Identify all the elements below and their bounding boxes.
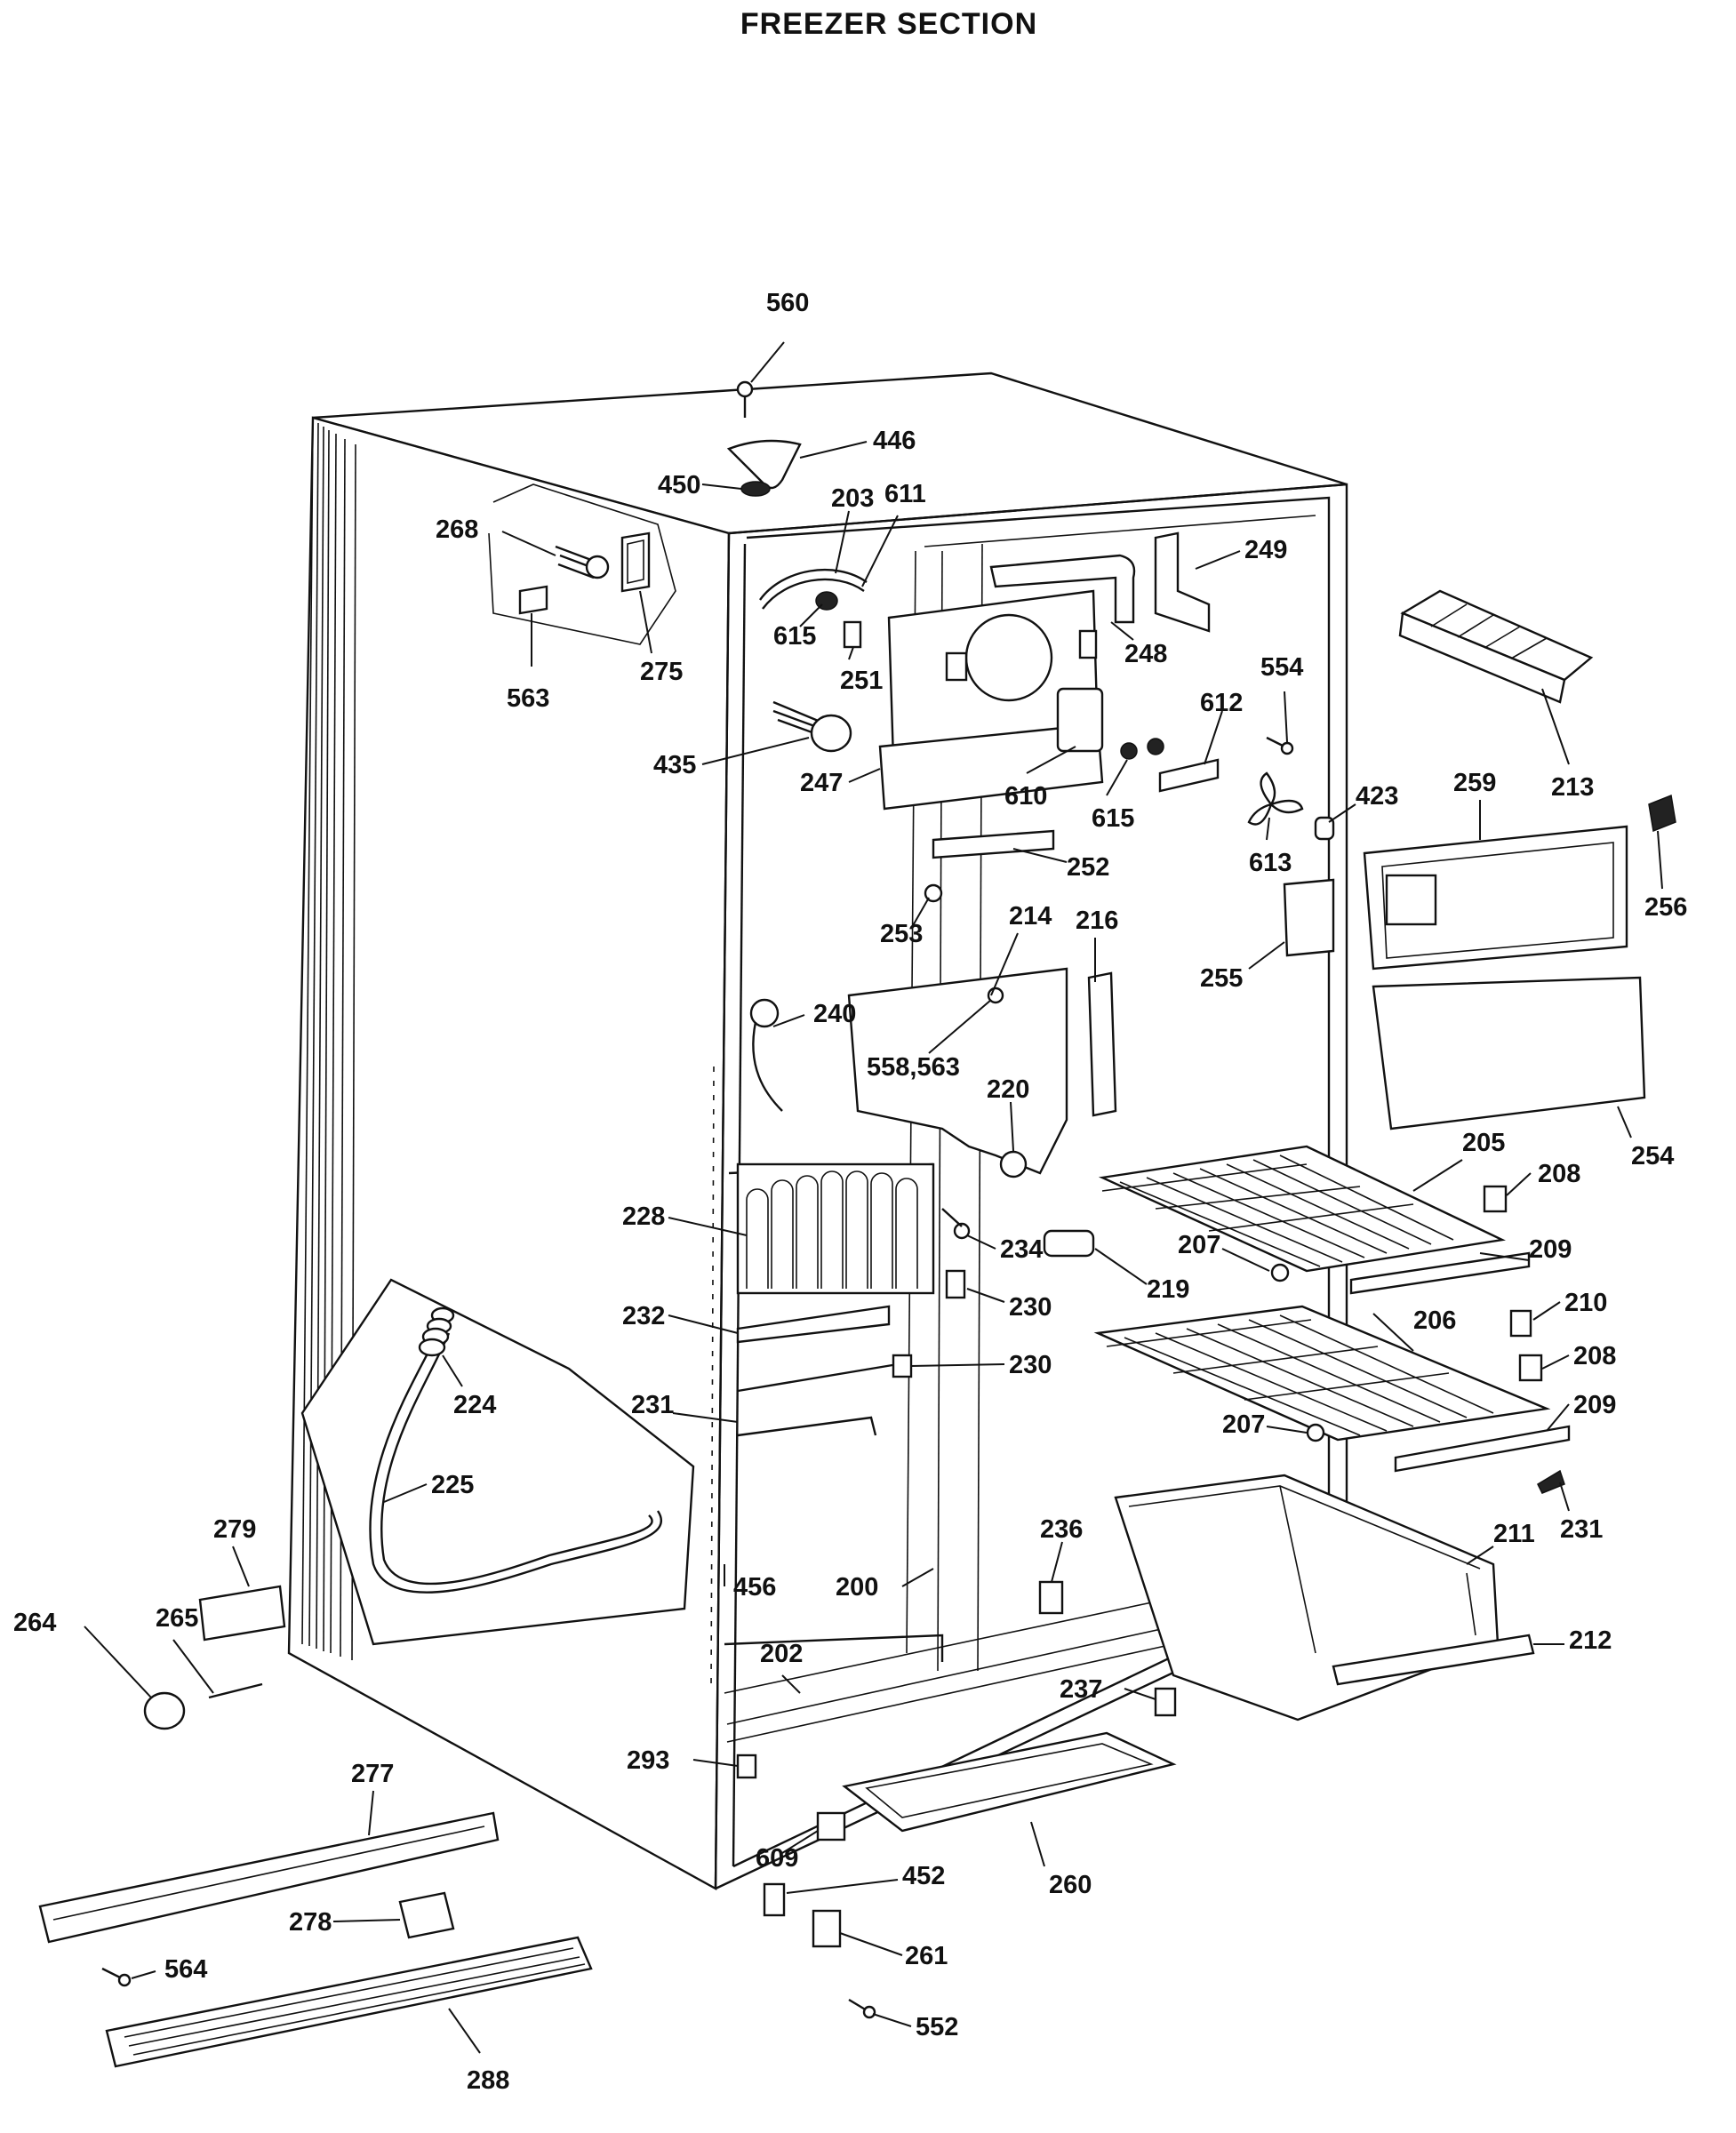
- callout-279: 279: [213, 1515, 256, 1544]
- callout-230b: 230: [1009, 1351, 1052, 1379]
- callout-230a: 230: [1009, 1293, 1052, 1322]
- callout-288: 288: [467, 2066, 509, 2095]
- callout-237: 237: [1060, 1675, 1102, 1704]
- callout-456: 456: [733, 1573, 776, 1602]
- right-components: [842, 589, 1676, 1833]
- callout-228: 228: [622, 1202, 665, 1231]
- callout-216: 216: [1076, 907, 1118, 935]
- callout-224: 224: [453, 1391, 496, 1419]
- callout-225: 225: [431, 1471, 474, 1499]
- callout-265: 265: [156, 1604, 198, 1633]
- callout-423: 423: [1356, 782, 1398, 811]
- callout-259: 259: [1453, 769, 1496, 797]
- callout-450: 450: [658, 471, 700, 499]
- callout-435: 435: [653, 751, 696, 779]
- callout-214: 214: [1009, 902, 1052, 931]
- callout-277: 277: [351, 1760, 394, 1788]
- callout-208b: 208: [1573, 1342, 1616, 1370]
- callout-205: 205: [1462, 1129, 1505, 1157]
- callout-609: 609: [756, 1844, 798, 1873]
- callout-220: 220: [987, 1075, 1029, 1104]
- leader-lines: [84, 341, 1663, 2054]
- callout-219: 219: [1147, 1275, 1189, 1304]
- callout-563a: 563: [507, 684, 549, 713]
- callout-247: 247: [800, 769, 843, 797]
- callout-207a: 207: [1178, 1231, 1220, 1259]
- callout-615a: 615: [773, 622, 816, 651]
- callout-240: 240: [813, 1000, 856, 1028]
- callout-293: 293: [627, 1746, 669, 1775]
- callout-613: 613: [1249, 849, 1292, 877]
- callout-254: 254: [1631, 1142, 1674, 1170]
- callout-206: 206: [1413, 1306, 1456, 1335]
- callout-231a: 231: [631, 1391, 674, 1419]
- callout-248: 248: [1124, 640, 1167, 668]
- center-components: [736, 967, 1177, 1779]
- callout-560: 560: [766, 289, 809, 317]
- callout-452: 452: [902, 1862, 945, 1890]
- callout-249: 249: [1244, 536, 1287, 564]
- evaporator-coil: [736, 1162, 935, 1295]
- callout-554: 554: [1260, 653, 1303, 682]
- callout-209b: 209: [1573, 1391, 1616, 1419]
- callout-234: 234: [1000, 1235, 1043, 1264]
- callout-261: 261: [905, 1942, 948, 1970]
- callout-268: 268: [436, 515, 478, 544]
- callout-253: 253: [880, 920, 923, 948]
- callout-212: 212: [1569, 1626, 1612, 1655]
- callout-209a: 209: [1529, 1235, 1572, 1264]
- callout-255: 255: [1200, 964, 1243, 993]
- callout-labels: 560 446 450 203 611 268 249 615 251 563 …: [13, 289, 1687, 2095]
- callout-615b: 615: [1092, 804, 1134, 833]
- callout-231b: 231: [1560, 1515, 1603, 1544]
- callout-207b: 207: [1222, 1410, 1265, 1439]
- callout-232: 232: [622, 1302, 665, 1330]
- callout-208a: 208: [1538, 1160, 1580, 1188]
- callout-610: 610: [1004, 782, 1047, 811]
- diagram-title: FREEZER SECTION: [740, 7, 1038, 41]
- callout-264: 264: [13, 1609, 56, 1637]
- callout-200: 200: [836, 1573, 878, 1602]
- callout-251: 251: [840, 667, 883, 695]
- callout-211: 211: [1493, 1520, 1535, 1548]
- callout-236: 236: [1040, 1515, 1083, 1544]
- callout-552: 552: [916, 2013, 958, 2041]
- callout-210: 210: [1564, 1289, 1607, 1317]
- callout-564: 564: [164, 1955, 207, 1984]
- top-components: [488, 380, 1335, 903]
- callout-611: 611: [884, 480, 926, 508]
- callout-558-563: 558,563: [867, 1053, 960, 1082]
- bottom-components: [38, 1585, 876, 2068]
- callout-213: 213: [1551, 773, 1594, 802]
- callout-446: 446: [873, 427, 916, 455]
- callout-203: 203: [831, 484, 874, 513]
- callout-275: 275: [640, 658, 683, 686]
- callout-256: 256: [1644, 893, 1687, 922]
- callout-278: 278: [289, 1908, 332, 1937]
- side-heater-panel: [300, 1278, 695, 1646]
- callout-260: 260: [1049, 1871, 1092, 1899]
- callout-612: 612: [1200, 689, 1243, 717]
- callout-252: 252: [1067, 853, 1109, 882]
- callout-202: 202: [760, 1640, 803, 1668]
